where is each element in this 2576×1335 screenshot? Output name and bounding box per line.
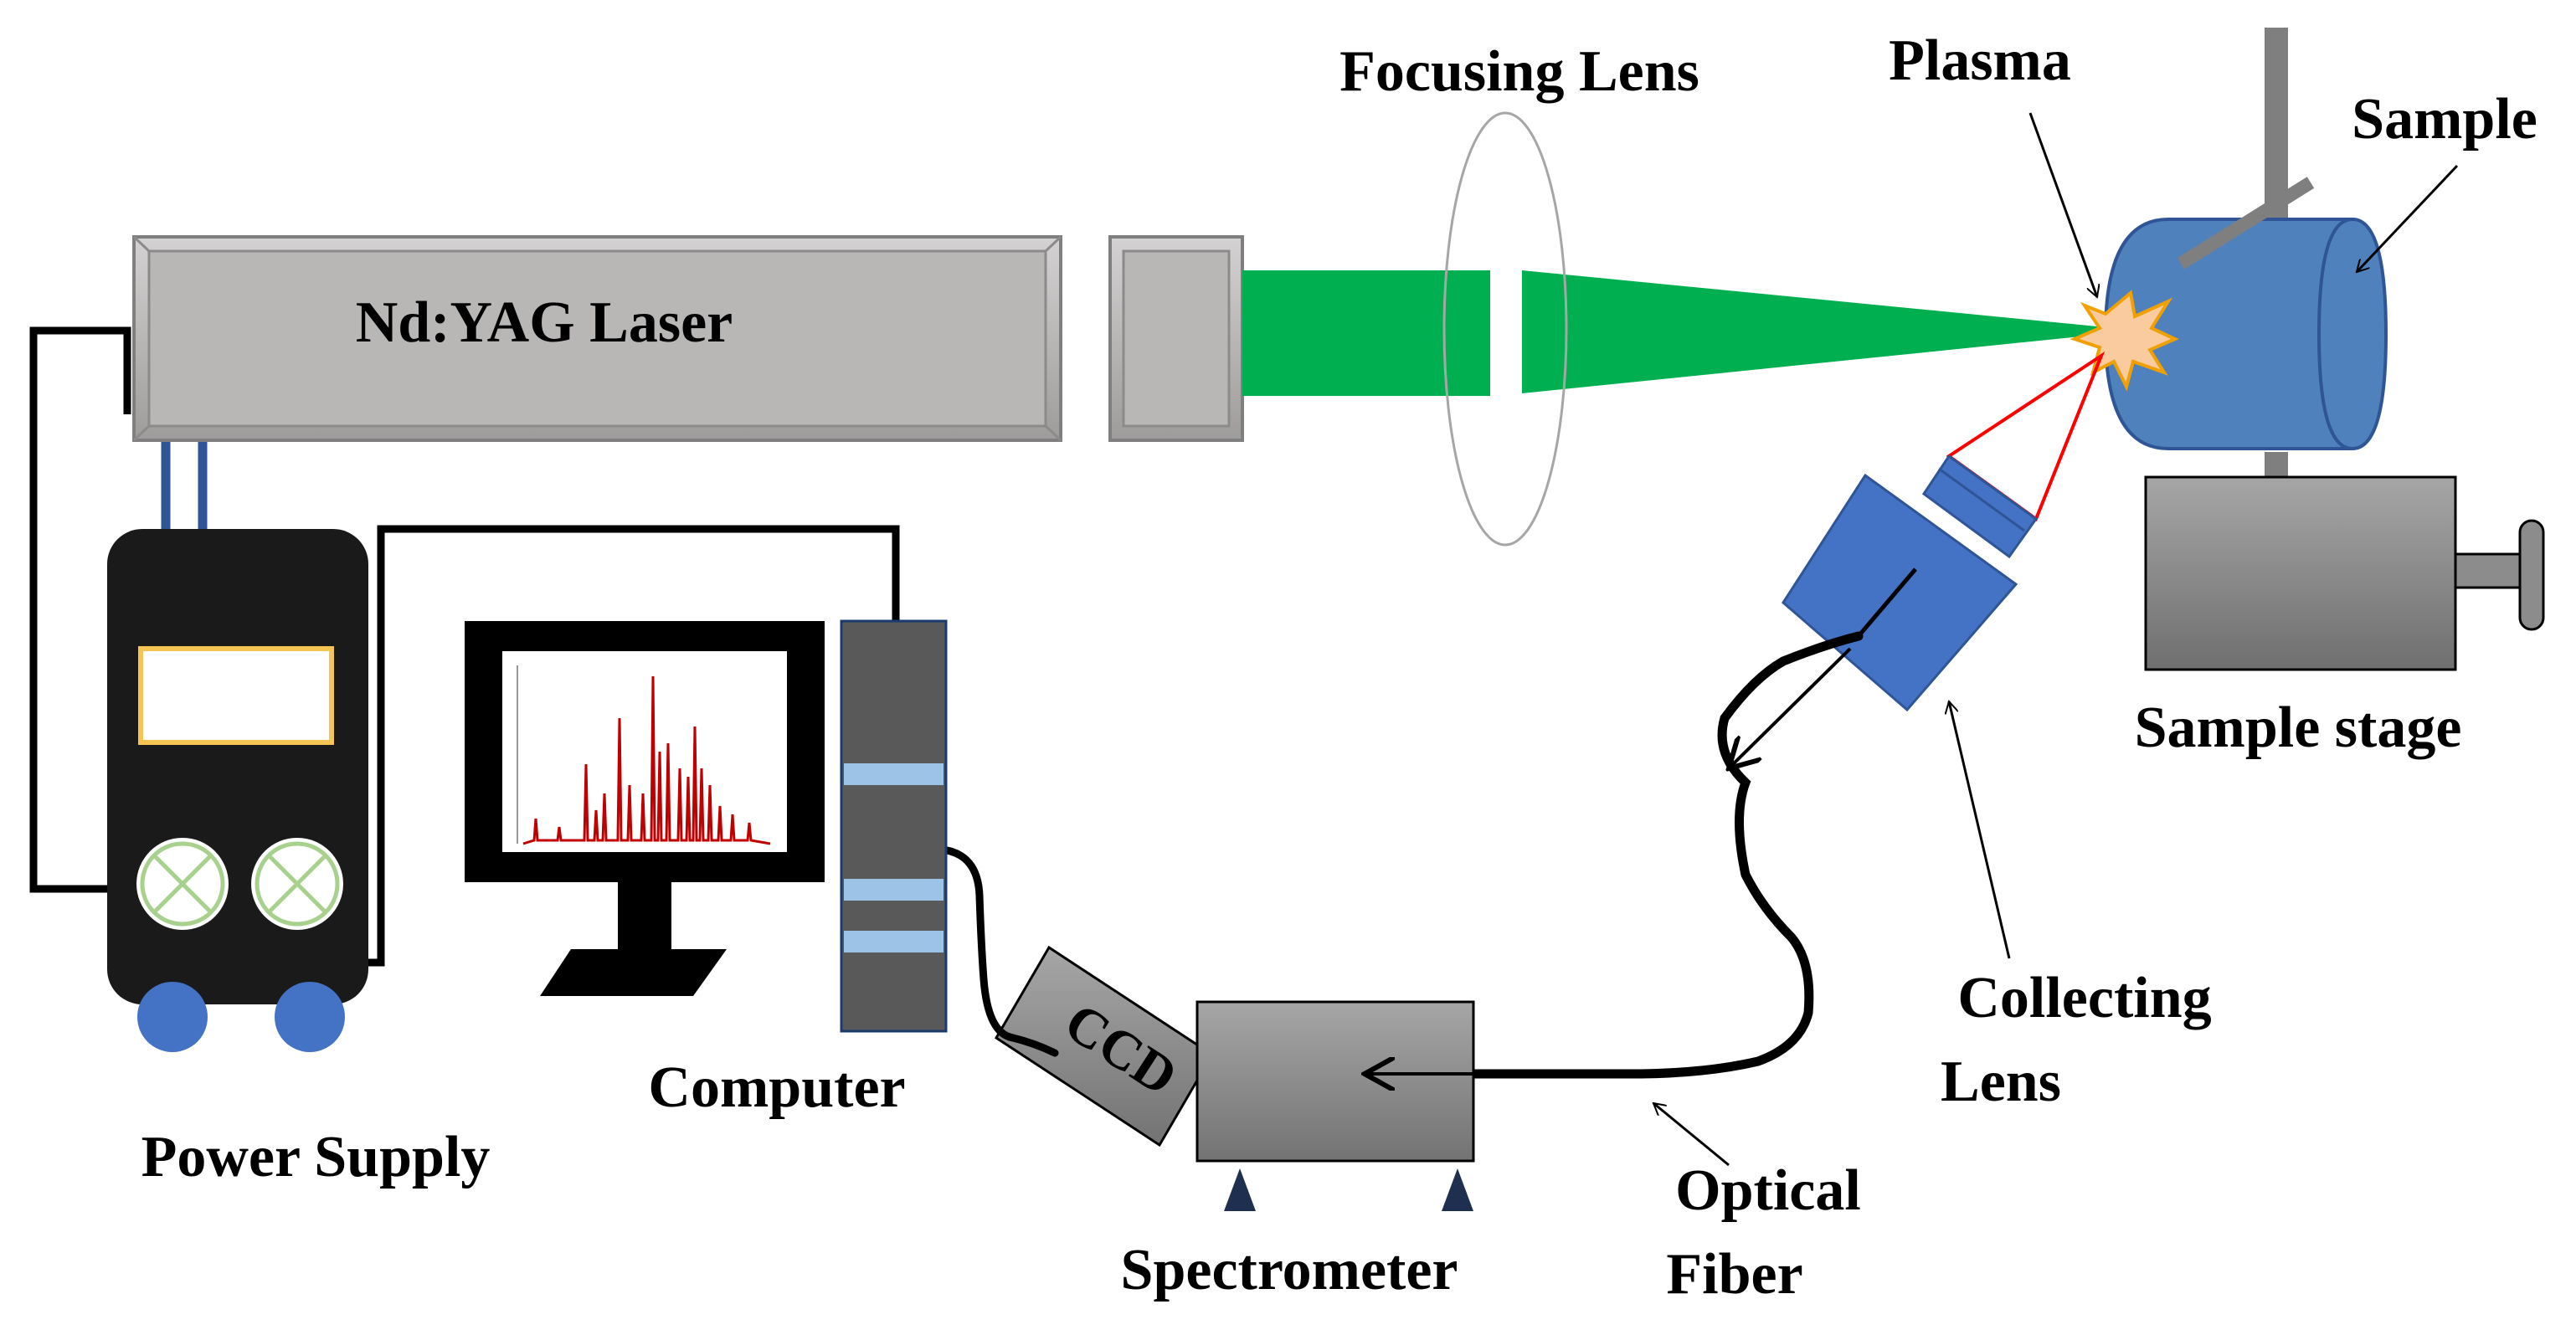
sample-stage <box>2144 475 2457 671</box>
drive-bay <box>844 763 944 785</box>
spectrometer-label: Spectrometer <box>1121 1238 1458 1302</box>
collecting-lens-label-line2: Lens <box>1941 1050 2061 1114</box>
power-supply-label: Power Supply <box>141 1125 491 1189</box>
drive-bay <box>844 931 944 952</box>
laser-beam <box>1242 270 1490 396</box>
stage-knob-shaft <box>2454 552 2531 589</box>
fiber-probe <box>1857 567 1917 638</box>
sample-clamp <box>2177 177 2315 270</box>
sample-stage-label: Sample stage <box>2135 696 2462 760</box>
spectrum-plot <box>517 665 771 845</box>
spectrometer-body <box>1195 1000 1475 1163</box>
power-supply-display <box>138 646 334 745</box>
plasma-spark <box>2070 290 2179 392</box>
laser-head <box>132 235 1062 442</box>
circle-x-icon <box>251 838 343 930</box>
laser-output-module <box>1108 235 1244 442</box>
focusing-lens <box>1442 111 1568 547</box>
data-cable <box>938 845 1059 1057</box>
optical-fiber <box>1468 631 1864 1079</box>
computer-monitor <box>465 621 825 996</box>
computer-label: Computer <box>648 1055 905 1120</box>
fiber-direction-arrow <box>1729 647 1852 768</box>
power-supply-body <box>107 529 368 1004</box>
optical-fiber-label-line2: Fiber <box>1666 1242 1802 1307</box>
plasma-label: Plasma <box>1889 28 2071 93</box>
plasma-arrow <box>2028 112 2097 297</box>
sample <box>2103 218 2388 450</box>
focused-beam <box>1522 270 2097 393</box>
power-supply <box>29 326 900 1052</box>
power-cable-right <box>360 525 900 967</box>
sample-arrow <box>2357 164 2459 272</box>
spectrum-line <box>522 675 771 845</box>
collecting-lens-arrow <box>1949 701 2011 959</box>
collecting-lens-assembly <box>1782 454 2039 712</box>
spectrometer-foot <box>1224 1168 1256 1211</box>
optical-fiber-label-line1: Optical <box>1675 1158 1861 1223</box>
collecting-lens-label-line1: Collecting <box>1957 966 2211 1030</box>
wheel <box>275 982 345 1052</box>
drive-bay <box>844 879 944 901</box>
spectrometer-foot <box>1442 1168 1473 1211</box>
circle-x-icon <box>136 838 229 930</box>
wheel <box>137 982 208 1052</box>
stage-knob <box>2518 519 2545 631</box>
focusing-lens-label: Focusing Lens <box>1339 39 1699 104</box>
sample-label: Sample <box>2352 87 2537 151</box>
laser-label: Nd:YAG Laser <box>356 290 733 355</box>
optical-fiber-arrow <box>1653 1103 1730 1167</box>
computer-tower <box>840 619 948 1033</box>
power-cable-left <box>29 326 131 893</box>
